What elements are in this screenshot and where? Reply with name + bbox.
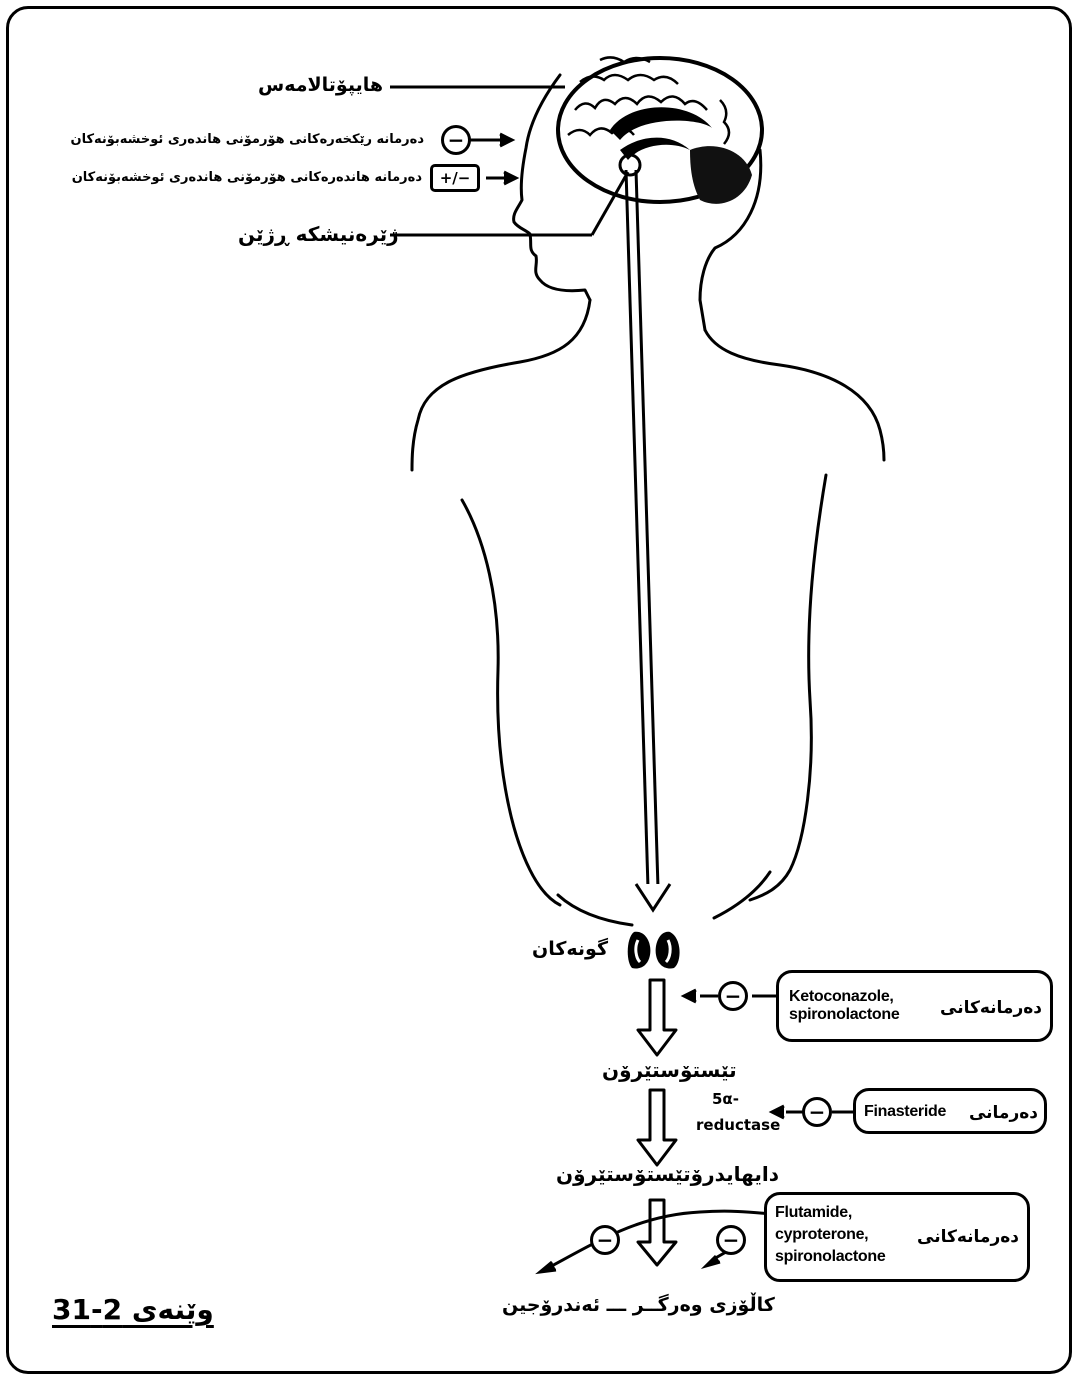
dht-label: دایهایدرۆتێستۆستێرۆن	[556, 1164, 779, 1184]
axis-arrow-shaft-left	[626, 170, 648, 888]
finasteride-minus-icon: −	[802, 1097, 832, 1127]
spironolactone-drug-name-2: spironolactone	[775, 1249, 885, 1266]
gnrh-antagonist-drugs-label: دەرمانە هاندەرەکانی هۆرمۆنی هاندەری ئوخش…	[40, 171, 422, 184]
flutamide-minus-icon-right: −	[716, 1225, 746, 1255]
ketoconazole-inhibit-tip	[684, 990, 696, 1002]
left-hip-curve	[558, 895, 632, 925]
cyproterone-drug-name: cyproterone,	[775, 1227, 868, 1244]
spironolactone-drug-name: spironolactone	[789, 1007, 899, 1024]
finasteride-drug-box: Finasteride دەرمانی	[853, 1088, 1047, 1134]
enzyme-label-line1: 5α-	[712, 1092, 739, 1107]
pituitary-label: ژێرەنیشکە ڕژێن	[238, 224, 399, 244]
hypothalamus-label: هایپۆتالامەس	[258, 76, 383, 95]
ketoconazole-drug-name: Ketoconazole,	[789, 989, 894, 1006]
ketoconazole-drug-box: Ketoconazole, spironolactone دەرمانەکانی	[776, 970, 1053, 1042]
figure-caption: وێنەی 2-31	[52, 1296, 214, 1324]
axis-arrow-shaft-right	[636, 170, 658, 888]
androgen-receptor-label: کاڵۆزی وەرگــر ـــ ئەندرۆجین	[502, 1296, 775, 1315]
testosterone-label: تێستۆستێرۆن	[602, 1060, 737, 1080]
gonads-illustration	[628, 932, 680, 969]
gnrh-agonist-drugs-label: دەرمانە رێکخەرەکانی هۆرمۆنی هاندەری ئوخش…	[64, 133, 424, 146]
pathway-arrow-3	[638, 1200, 676, 1265]
ketoconazole-box-kurdish-label: دەرمانەکانی	[940, 998, 1042, 1018]
gnrh-antagonist-plus-minus-icon: +/−	[430, 164, 480, 192]
antagonist-arrow-tip	[504, 172, 516, 184]
axis-arrow-head	[636, 884, 670, 910]
finasteride-box-kurdish-label: دەرمانی	[969, 1103, 1038, 1123]
flutamide-drug-name: Flutamide,	[775, 1205, 852, 1222]
flutamide-drug-box: Flutamide, cyproterone, spironolactone د…	[764, 1192, 1030, 1282]
left-shoulder-outline	[412, 300, 590, 470]
left-torso-outline	[462, 500, 560, 905]
flutamide-box-kurdish-label: دەرمانەکانی	[917, 1227, 1019, 1247]
right-shoulder-outline	[705, 330, 884, 460]
agonist-arrow-tip	[500, 134, 512, 146]
ketoconazole-minus-icon: −	[718, 981, 748, 1011]
pathway-arrow-2	[638, 1090, 676, 1165]
enzyme-label-line2: reductase	[696, 1118, 780, 1133]
pathway-arrow-1	[638, 980, 676, 1055]
finasteride-drug-name: Finasteride	[864, 1104, 946, 1121]
brain-illustration	[558, 57, 762, 203]
gonads-label: گونەکان	[532, 940, 608, 959]
flutamide-minus-icon-left: −	[590, 1225, 620, 1255]
gnrh-agonist-minus-icon: −	[441, 125, 471, 155]
right-torso-outline	[750, 475, 826, 900]
